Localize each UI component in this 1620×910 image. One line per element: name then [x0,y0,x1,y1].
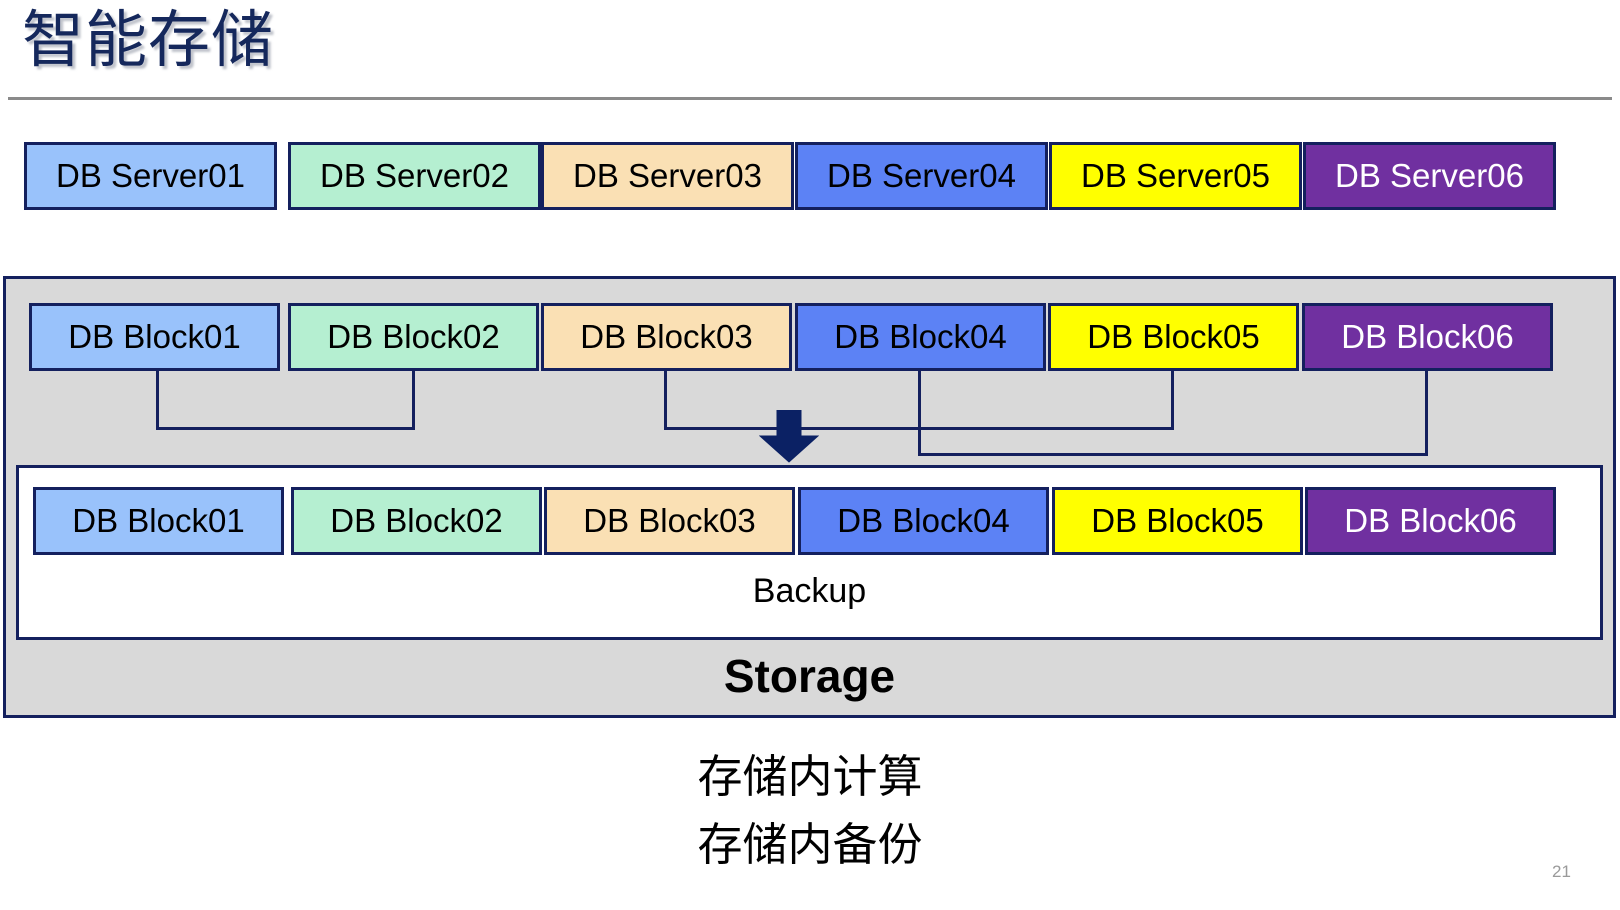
backup-container: DB Block01 DB Block02 DB Block03 DB Block04… [16,465,1603,640]
db-block-primary-6[interactable]: DB Block06 [1302,303,1553,371]
connector-block01-block02-crossbar [156,427,415,430]
db-block-primary-1[interactable]: DB Block01 [29,303,280,371]
db-block-backup-1[interactable]: DB Block01 [33,487,284,555]
db-block-primary-label: DB Block01 [68,318,241,355]
connector-block01-block02-left-stem [156,371,159,427]
connector-block04-block06-right-stem [1425,371,1428,453]
db-block-primary-label: DB Block02 [327,318,500,355]
title-divider [8,97,1612,100]
page-title: 智能存储 [22,6,275,75]
db-server-4[interactable]: DB Server04 [795,142,1048,210]
db-server-label: DB Server05 [1081,157,1270,194]
db-block-primary-label: DB Block04 [834,318,1007,355]
db-server-2[interactable]: DB Server02 [288,142,541,210]
db-server-label: DB Server04 [827,157,1016,194]
storage-label: Storage [723,650,896,702]
db-block-primary-label: DB Block03 [580,318,753,355]
db-block-primary-3[interactable]: DB Block03 [541,303,792,371]
db-block-backup-5[interactable]: DB Block05 [1052,487,1303,555]
db-block-backup-label: DB Block05 [1091,502,1264,539]
db-server-5[interactable]: DB Server05 [1049,142,1302,210]
connector-block01-block02-right-stem [412,371,415,427]
db-block-backup-6[interactable]: DB Block06 [1305,487,1556,555]
connector-block04-block06-crossbar [918,453,1428,456]
db-server-label: DB Server03 [573,157,762,194]
note-in-storage-compute: 存储内计算 [697,751,923,802]
db-block-backup-label: DB Block02 [330,502,503,539]
db-server-6[interactable]: DB Server06 [1303,142,1556,210]
db-server-label: DB Server06 [1335,157,1524,194]
db-server-3[interactable]: DB Server03 [541,142,794,210]
db-block-backup-label: DB Block01 [72,502,245,539]
db-block-primary-5[interactable]: DB Block05 [1048,303,1299,371]
flow-down-arrow [759,410,819,463]
db-block-backup-2[interactable]: DB Block02 [291,487,542,555]
db-block-backup-label: DB Block03 [583,502,756,539]
db-server-label: DB Server02 [320,157,509,194]
db-block-backup-label: DB Block06 [1344,502,1517,539]
connector-block03-block05-left-stem [664,371,667,427]
db-server-1[interactable]: DB Server01 [24,142,277,210]
db-block-primary-label: DB Block06 [1341,318,1514,355]
db-block-primary-4[interactable]: DB Block04 [795,303,1046,371]
db-server-label: DB Server01 [56,157,245,194]
db-block-backup-3[interactable]: DB Block03 [544,487,795,555]
connector-block03-block05-right-stem [1171,371,1174,427]
backup-label: Backup [752,572,867,610]
connector-block04-block06-left-stem [918,371,921,453]
db-block-backup-label: DB Block04 [837,502,1010,539]
storage-container: DB Block01 DB Block02 DB Block03 DB Block04… [3,276,1616,718]
note-in-storage-backup: 存储内备份 [697,819,923,870]
page-number: 21 [1552,862,1571,881]
db-block-primary-label: DB Block05 [1087,318,1260,355]
db-block-backup-4[interactable]: DB Block04 [798,487,1049,555]
db-block-primary-2[interactable]: DB Block02 [288,303,539,371]
